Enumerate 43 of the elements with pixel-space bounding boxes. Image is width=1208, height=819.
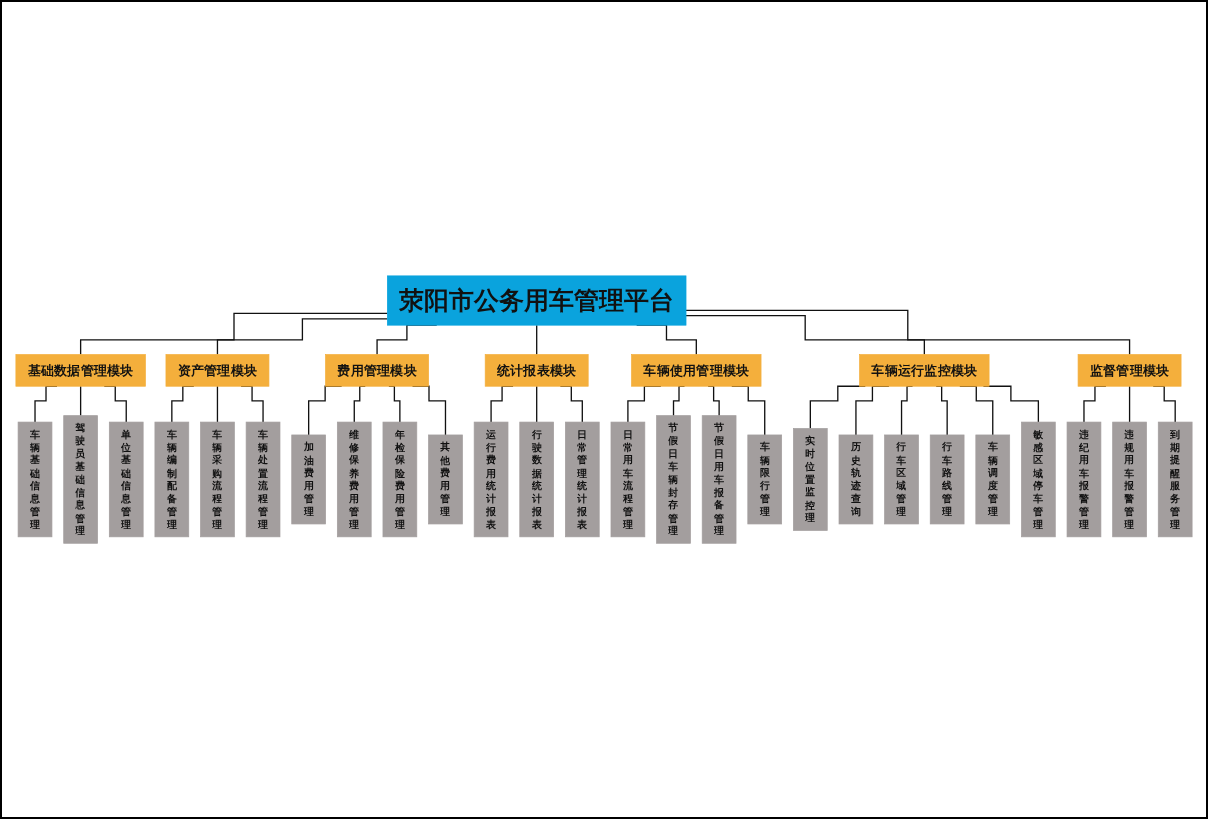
connector xyxy=(685,314,925,356)
node-box: 历史轨迹查询 xyxy=(838,434,874,525)
node-box: 车辆运行监控模块 xyxy=(859,354,990,387)
node-box: 车辆使用管理模块 xyxy=(631,354,762,387)
node-box: 违纪用车报警管理 xyxy=(1066,421,1102,538)
node-box: 行车路线管理 xyxy=(929,434,965,525)
node-box: 资产管理模块 xyxy=(165,354,270,387)
node-box: 基础数据管理模块 xyxy=(15,354,146,387)
node-box: 监督管理模块 xyxy=(1077,354,1182,387)
node-box: 年检保险费用管理 xyxy=(382,421,418,538)
node-box: 敏感区域停车管理 xyxy=(1021,421,1056,538)
node-box: 节假日用车报备管理 xyxy=(701,415,737,544)
node-box: 车辆编制配备管理 xyxy=(154,421,190,538)
node-box: 车辆采购流程管理 xyxy=(200,421,235,538)
node-box: 车辆调度管理 xyxy=(975,434,1011,525)
connector xyxy=(536,324,538,356)
node-box: 运行费用统计报表 xyxy=(473,421,509,538)
connector xyxy=(1128,385,1131,423)
node-box: 费用管理模块 xyxy=(325,354,429,387)
node-box: 车辆处置流程管理 xyxy=(245,421,281,538)
connector xyxy=(536,385,538,423)
node-box: 车辆限行管理 xyxy=(747,434,782,525)
node-box: 单位基础信息管理 xyxy=(108,421,144,538)
node-box: 违规用车报警管理 xyxy=(1112,421,1147,538)
node-box: 荥阳市公务用车管理平台 xyxy=(387,275,687,326)
node-box: 到期提醒服务管理 xyxy=(1157,421,1193,538)
connector xyxy=(685,309,1131,356)
node-box: 车辆基础信息管理 xyxy=(17,421,53,538)
node-box: 驾驶员基础信息管理 xyxy=(63,415,98,544)
node-box: 日常管理统计报表 xyxy=(565,421,600,538)
node-box: 日常用车流程管理 xyxy=(610,421,646,538)
node-box: 加油费用管理 xyxy=(291,434,326,525)
node-box: 统计报表模块 xyxy=(484,354,589,387)
node-box: 其他费用管理 xyxy=(428,434,463,525)
node-box: 维修保养费用管理 xyxy=(337,421,372,538)
node-box: 节假日车辆封存管理 xyxy=(656,415,691,544)
connector xyxy=(216,385,219,423)
node-box: 行车区域管理 xyxy=(884,434,919,525)
node-box: 行驶数据统计报表 xyxy=(519,421,554,538)
connector xyxy=(216,318,389,356)
node-box: 实时位置监控理 xyxy=(793,428,828,531)
connector xyxy=(79,385,82,417)
connector xyxy=(79,312,389,356)
